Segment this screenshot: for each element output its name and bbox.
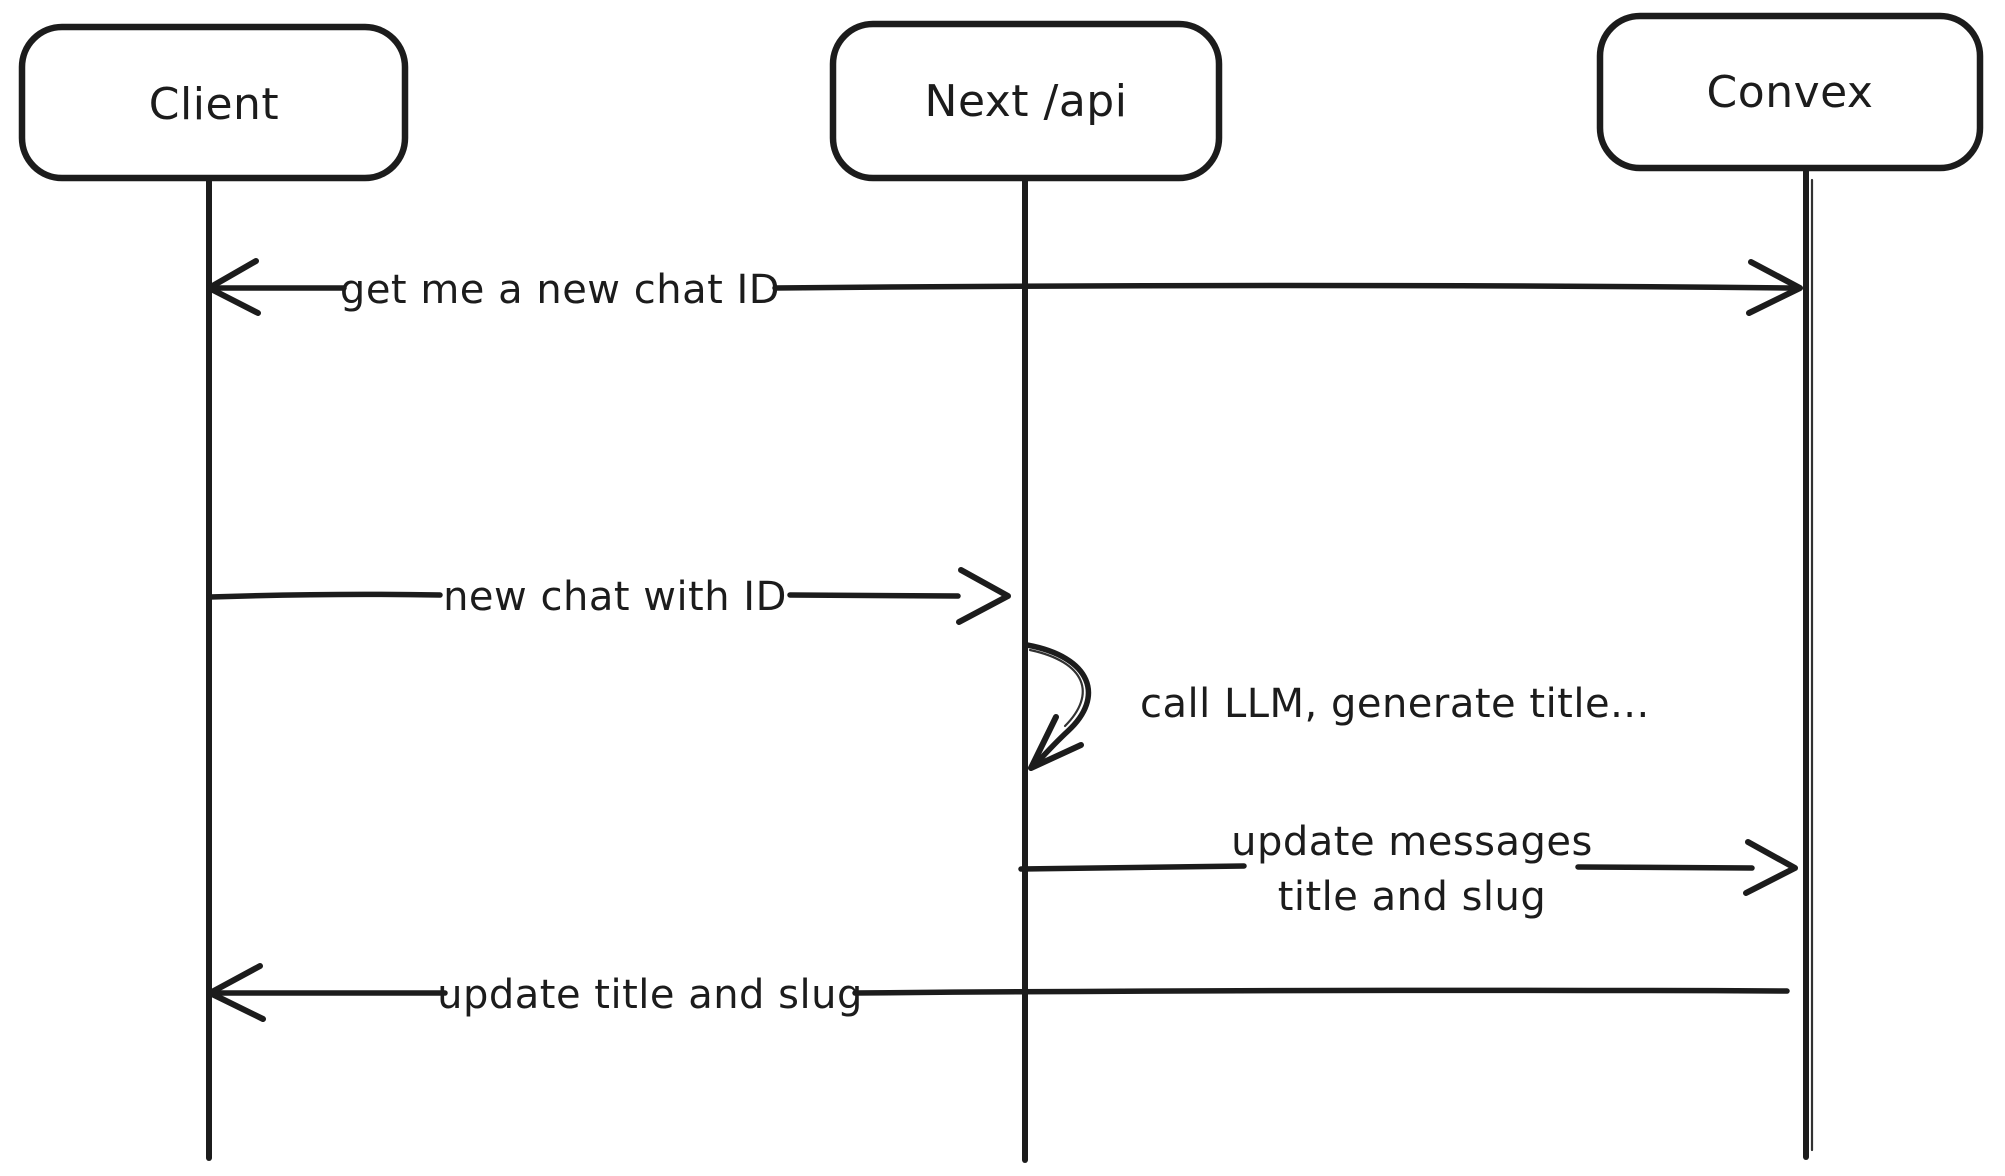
actor-label-convex: Convex: [1707, 67, 1874, 118]
actor-label-client: Client: [149, 79, 279, 130]
lifeline-convex: [1802, 165, 1809, 1160]
self-loop-curve-echo: [1028, 648, 1084, 728]
message-4-line-right: [1575, 864, 1755, 871]
self-loop-label: call LLM, generate title...: [1140, 681, 1650, 727]
actor-client: Client: [18, 23, 409, 182]
message-4-line-left: [1018, 863, 1247, 872]
message-update-title-slug: update title and slug: [207, 963, 1790, 1022]
message-1-label: get me a new chat ID: [340, 267, 780, 313]
arrowhead-right-icon: [956, 567, 1011, 625]
message-4-label-line2: title and slug: [1278, 874, 1547, 920]
message-2-line-right: [787, 592, 961, 599]
self-loop-curve: [1024, 642, 1092, 769]
actor-next-api: Next /api: [829, 20, 1223, 182]
actor-box-client: [18, 23, 409, 182]
actor-box-convex: [1596, 12, 1984, 172]
lifelines: [205, 165, 1814, 1163]
arrowhead-down-left-icon: [1028, 714, 1084, 771]
message-5-line-right: [852, 987, 1790, 996]
message-2-line-left: [207, 591, 443, 600]
arrowhead-right-icon: [1743, 839, 1798, 896]
message-4-label-line1: update messages: [1231, 819, 1593, 865]
message-new-chat-with-id: new chat with ID: [207, 567, 1011, 625]
actor-label-next-api: Next /api: [925, 76, 1128, 127]
message-2-label: new chat with ID: [443, 574, 787, 620]
actor-convex: Convex: [1596, 12, 1984, 172]
arrowhead-left-icon: [207, 963, 266, 1022]
lifeline-client: [205, 175, 212, 1161]
arrowhead-left-icon: [206, 258, 261, 316]
message-update-messages-title-slug: update messages title and slug: [1018, 819, 1798, 920]
self-loop-call-llm: call LLM, generate title...: [1024, 642, 1650, 771]
arrowhead-right-icon: [1746, 259, 1803, 316]
message-get-new-chat-id: get me a new chat ID: [206, 258, 1803, 316]
message-1-line-right: [772, 282, 1800, 291]
actor-box-next-api: [829, 20, 1223, 182]
message-5-label: update title and slug: [437, 972, 863, 1018]
lifeline-next-api: [1022, 175, 1029, 1163]
